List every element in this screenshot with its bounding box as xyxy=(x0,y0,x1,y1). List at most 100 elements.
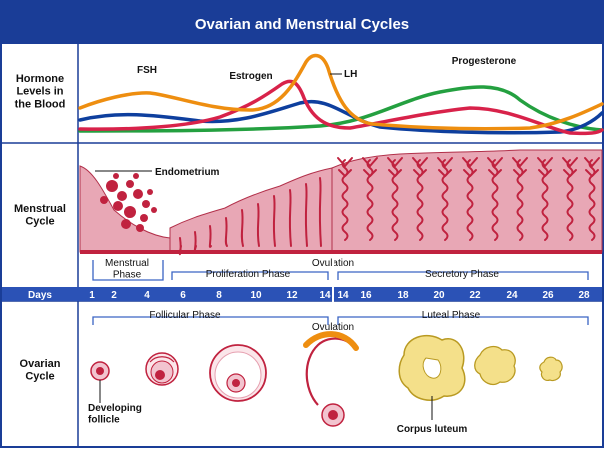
gland xyxy=(563,169,571,177)
gland xyxy=(591,169,599,177)
blood-clot xyxy=(133,173,139,179)
day-tick-label: 4 xyxy=(144,290,150,301)
corpus-luteum-label: Corpus luteum xyxy=(397,424,468,435)
gland xyxy=(240,209,244,247)
follicular-phase-bracket xyxy=(92,316,329,325)
gland xyxy=(513,169,521,177)
follicle-ruptured xyxy=(303,331,359,427)
progesterone-curve xyxy=(78,85,604,133)
ovarian-follicles xyxy=(90,331,563,427)
day-tick-label: 6 xyxy=(180,290,186,301)
blood-clot xyxy=(117,191,127,201)
gland xyxy=(387,157,396,167)
day-tick-label: 24 xyxy=(506,290,518,301)
gland xyxy=(591,157,600,167)
gland xyxy=(304,183,308,247)
endometrium-tissue xyxy=(79,149,603,256)
estrogen-curve xyxy=(78,79,604,136)
gland xyxy=(344,157,353,167)
follicle-secondary xyxy=(145,352,179,386)
gland xyxy=(544,157,553,167)
gland xyxy=(512,157,521,167)
gland xyxy=(469,157,478,167)
day-tick-label: 14 xyxy=(319,290,331,301)
day-tick-label: 1 xyxy=(89,290,95,301)
gland xyxy=(562,157,571,167)
follicular-phase-label: Follicular Phase xyxy=(149,310,221,321)
days-label: Days xyxy=(28,290,52,301)
gland xyxy=(208,225,212,248)
follicle-mature xyxy=(209,344,267,402)
tissue-base-line xyxy=(80,250,602,254)
progesterone-label: Progesterone xyxy=(452,56,517,67)
gland xyxy=(487,157,496,167)
day-tick-label: 26 xyxy=(542,290,554,301)
endometrium-label: Endometrium xyxy=(155,167,220,178)
gland xyxy=(444,157,453,167)
gland xyxy=(569,169,577,177)
blood-clot xyxy=(140,214,148,222)
gland xyxy=(362,157,371,167)
day-tick-label: 28 xyxy=(578,290,590,301)
gland xyxy=(494,157,503,167)
gland xyxy=(438,169,446,177)
gland xyxy=(585,169,593,177)
gland xyxy=(337,157,346,167)
gland xyxy=(193,231,197,251)
day-tick-label: 20 xyxy=(433,290,445,301)
gland xyxy=(338,169,346,177)
gland xyxy=(413,169,421,177)
luteal-phase-label: Luteal Phase xyxy=(422,310,481,321)
blood-clot xyxy=(124,206,136,218)
secretory-phase-bracket xyxy=(337,271,589,280)
proliferation-phase-label: Proliferation Phase xyxy=(206,269,291,280)
gland xyxy=(369,169,377,177)
days-bar xyxy=(2,287,602,301)
blood-clot xyxy=(106,180,118,192)
gland xyxy=(419,157,428,167)
tissue-secretory xyxy=(331,149,603,253)
day-tick-label: 14 xyxy=(337,290,349,301)
gland xyxy=(537,157,546,167)
diagram-title: Ovarian and Menstrual Cycles xyxy=(195,16,409,33)
gland xyxy=(256,203,260,247)
lh-label: LH xyxy=(344,69,357,80)
blood-clot xyxy=(100,196,108,204)
day-tick-label: 18 xyxy=(397,290,409,301)
day-tick-label: 10 xyxy=(250,290,262,301)
gland xyxy=(544,169,552,177)
gland xyxy=(344,169,352,177)
gland xyxy=(488,169,496,177)
blood-clot xyxy=(136,224,144,232)
blood-clot xyxy=(133,189,143,199)
blood-clot xyxy=(142,200,150,208)
gland xyxy=(272,195,276,247)
day-tick-label: 8 xyxy=(216,290,222,301)
corpus-luteum-small xyxy=(539,356,563,382)
blood-clot xyxy=(121,219,131,229)
menstrual-blood-clots xyxy=(100,173,157,232)
gland xyxy=(388,169,396,177)
gland xyxy=(437,157,446,167)
menstrual-phase-brackets xyxy=(92,260,589,281)
day-tick-label: 2 xyxy=(111,290,117,301)
estrogen-label: Estrogen xyxy=(229,71,272,82)
gland xyxy=(394,169,402,177)
gland xyxy=(538,169,546,177)
lh-curve xyxy=(78,53,604,131)
gland xyxy=(519,169,527,177)
day-tick-label: 16 xyxy=(360,290,372,301)
tissue-glands xyxy=(178,157,600,256)
hormone-curves xyxy=(78,53,604,136)
corpus-luteum-medium xyxy=(474,345,516,386)
day-tick-label: 22 xyxy=(469,290,481,301)
gland xyxy=(462,157,471,167)
gland xyxy=(444,169,452,177)
blood-clot xyxy=(151,207,157,213)
